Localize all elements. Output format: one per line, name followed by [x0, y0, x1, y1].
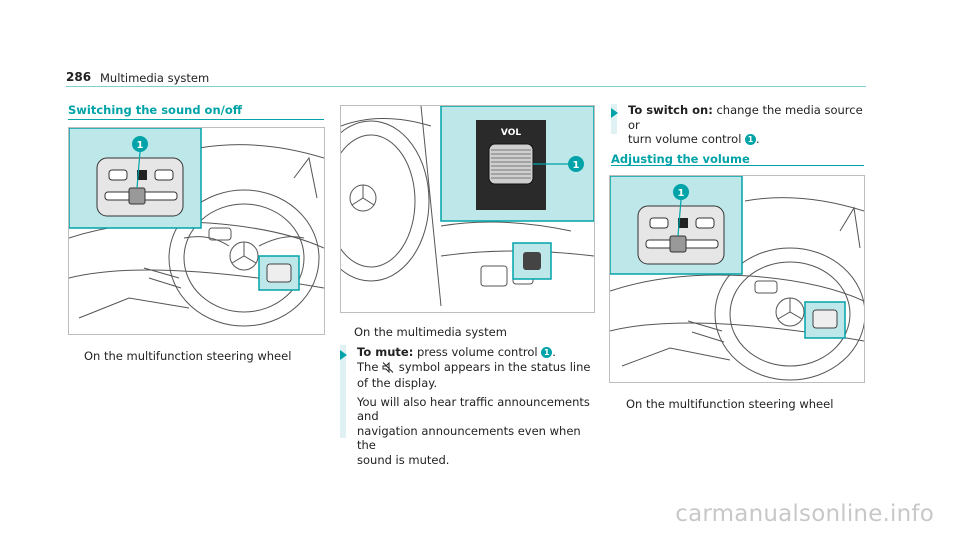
switch-on-instructions: To switch on: change the media source or…	[628, 103, 868, 147]
header-rule	[66, 86, 866, 87]
step-sidebar	[340, 345, 346, 438]
traffic-note-line-3: sound is muted.	[357, 452, 450, 467]
steering-wheel-figure-left: 1	[68, 127, 325, 335]
mute-text-end: .	[552, 345, 556, 359]
switch-on-text-end: .	[756, 132, 760, 146]
mute-symbol-text-b: symbol appears in the status line	[398, 359, 591, 374]
switch-on-line-2: turn volume control 1.	[628, 132, 868, 147]
figure-caption-right: On the multifunction steering wheel	[626, 397, 834, 411]
switch-on-text-a: change the media source or	[628, 103, 863, 132]
switch-on-line: To switch on: change the media source or	[628, 103, 868, 132]
section-title-switching-sound: Switching the sound on/off	[68, 103, 243, 117]
mute-line: To mute: press volume control 1.	[357, 345, 597, 360]
callout-1: 1	[573, 160, 580, 171]
callout-1: 1	[678, 188, 685, 199]
mute-symbol-text-a: The	[357, 359, 379, 374]
multimedia-system-figure: VOL 1	[340, 105, 595, 313]
callout-1-badge: 1	[745, 134, 757, 145]
mute-heading: To mute:	[357, 345, 414, 359]
page-header-title: Multimedia system	[100, 71, 210, 85]
mute-text: press volume control	[416, 345, 538, 359]
console-illustration: VOL 1	[341, 106, 594, 307]
mute-instructions: To mute: press volume control 1. The sym…	[357, 345, 597, 467]
section-title-adjusting-volume: Adjusting the volume	[611, 152, 750, 166]
step-sidebar	[611, 104, 617, 134]
page-number: 286	[66, 70, 92, 84]
vol-label: VOL	[501, 128, 521, 138]
steering-wheel-illustration: 1	[610, 176, 864, 381]
steering-wheel-figure-right: 1	[609, 175, 865, 383]
figure-caption-middle: On the multimedia system	[354, 325, 507, 339]
step-arrow-icon	[611, 108, 618, 118]
traffic-note-line-2: navigation announcements even when the	[357, 423, 581, 453]
figure-caption-left: On the multifunction steering wheel	[84, 349, 292, 363]
step-arrow-icon	[340, 350, 347, 360]
mute-line-3: of the display.	[357, 376, 438, 390]
callout-1-badge: 1	[541, 347, 553, 358]
watermark: carmanualsonline.info	[675, 501, 934, 527]
steering-wheel-illustration: 1	[69, 128, 324, 327]
mute-symbol-line: The symbol appears in the status line	[357, 360, 597, 377]
switch-on-text-b: turn volume control	[628, 132, 742, 146]
section-rule	[611, 165, 864, 166]
mute-speaker-icon	[382, 361, 395, 377]
section-rule	[68, 119, 324, 120]
traffic-note-line-1: You will also hear traffic announcements…	[357, 394, 590, 424]
callout-1: 1	[137, 140, 144, 151]
switch-on-heading: To switch on:	[628, 103, 713, 117]
